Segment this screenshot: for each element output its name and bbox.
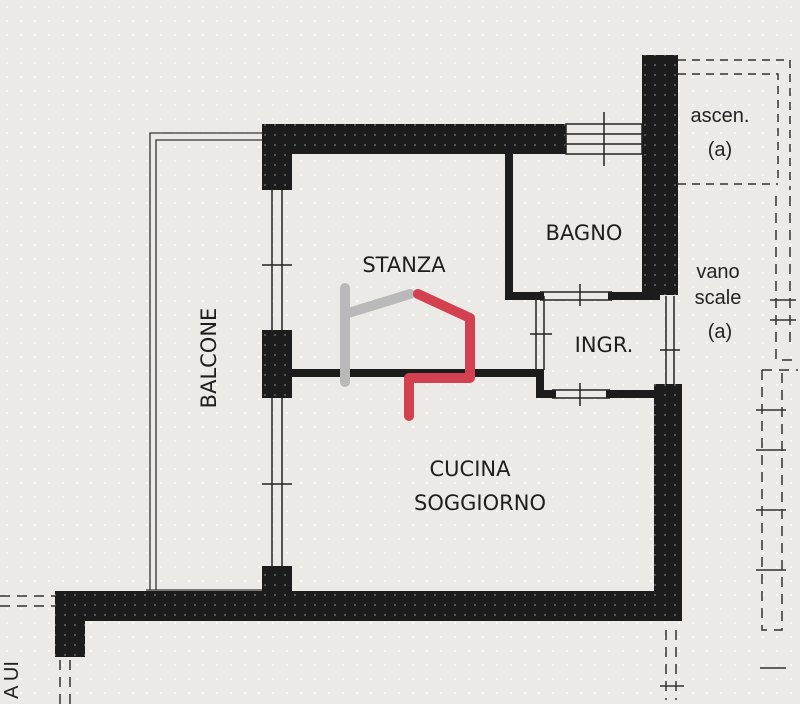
watermark-logo bbox=[340, 283, 475, 421]
stair-outline bbox=[0, 196, 798, 704]
elevator-label: ascen. bbox=[691, 105, 750, 127]
room-label-stanza: STANZA bbox=[362, 253, 446, 277]
door-openings bbox=[530, 284, 680, 406]
room-label-soggiorno: SOGGIORNO bbox=[414, 491, 546, 515]
room-label-bagno: BAGNO bbox=[546, 221, 623, 245]
room-label-balcone: BALCONE bbox=[197, 308, 221, 409]
balcony-outline bbox=[146, 132, 264, 591]
top-window bbox=[565, 112, 643, 166]
stairwell-label-line1: vano bbox=[696, 261, 739, 283]
stairwell-label-suffix: (a) bbox=[708, 321, 732, 343]
edge-fragment-label: A UI bbox=[1, 661, 23, 699]
elevator-label-suffix: (a) bbox=[708, 139, 732, 161]
room-label-cucina: CUCINA bbox=[430, 457, 512, 481]
elevator-outline bbox=[678, 59, 791, 190]
stair-ticks bbox=[660, 299, 796, 687]
stairwell-label-line2: scale bbox=[695, 287, 742, 309]
balcony-window-lines bbox=[262, 190, 292, 566]
room-label-ingresso: INGR. bbox=[575, 333, 634, 357]
